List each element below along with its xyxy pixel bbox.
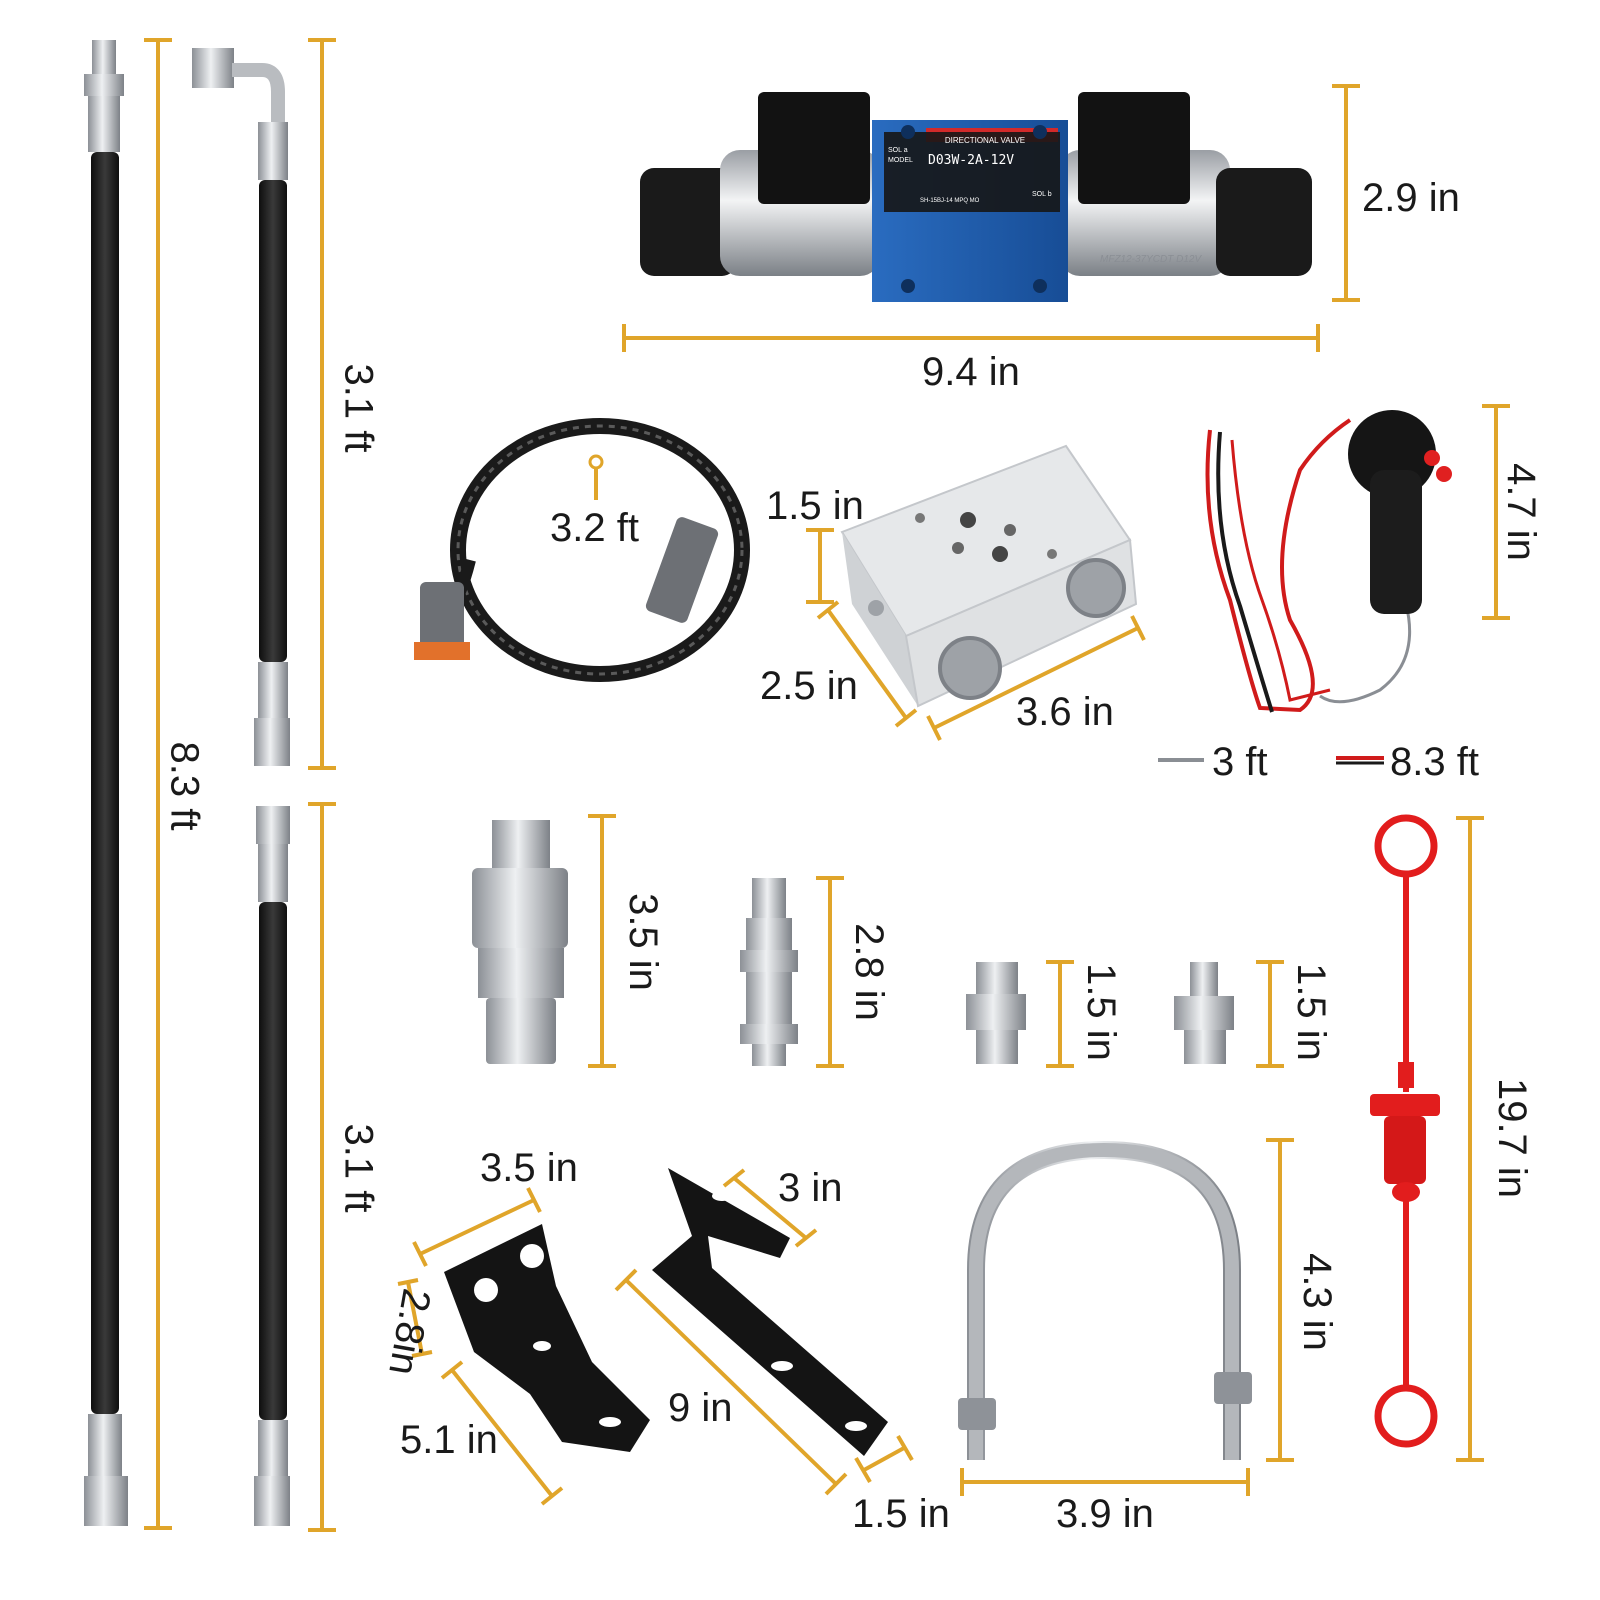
valve-coil-label: MFZ12-37YCDT D12V: [1100, 254, 1202, 265]
bracket1-bottom-label: 5.1 in: [400, 1418, 498, 1462]
valve-model-label: MODEL: [888, 157, 913, 164]
valve-sol-a: SOL a: [888, 147, 908, 154]
joystick-height-label: 4.7 in: [1498, 463, 1543, 561]
valve-width-label: 9.4 in: [922, 350, 1020, 394]
hose-long-dim-line: [144, 38, 172, 1530]
block-depth-dim-line: [816, 600, 918, 728]
joystick: [1205, 410, 1452, 713]
adapter2-length-label: 1.5 in: [1288, 963, 1333, 1061]
pin-dim-line: [1456, 816, 1484, 1462]
hose-top-elbow: [192, 48, 290, 766]
hose-long: [84, 40, 128, 1526]
red-wire-length-label: 8.3 ft: [1390, 740, 1479, 784]
bracket2-tab-label: 1.5 in: [852, 1492, 950, 1536]
u-bolt: [958, 1140, 1252, 1460]
wiring-harness: [414, 418, 750, 682]
hose-top-length-label: 3.1 ft: [336, 363, 381, 453]
directional-valve: [640, 92, 1312, 302]
joystick-height-dim-line: [1482, 404, 1510, 620]
harness-marker: [588, 454, 604, 500]
bulkhead-length-label: 2.8 in: [846, 923, 891, 1021]
valve-sol-b: SOL b: [1032, 191, 1052, 198]
bracket2-top-label: 3 in: [778, 1166, 843, 1210]
bracket1-side-dim-line: [397, 1278, 433, 1358]
bracket2-tab-dim-line: [854, 1434, 914, 1484]
hose-bottom-length-label: 3.1 ft: [336, 1123, 381, 1213]
block-height-label: 1.5 in: [766, 484, 864, 528]
red-dust-plug: [1370, 814, 1440, 1448]
hose-top-dim-line: [308, 38, 336, 770]
adapter-fitting-2: [1174, 962, 1234, 1064]
valve-height-label: 2.9 in: [1362, 176, 1460, 220]
block-width-dim-line: [926, 615, 1146, 741]
ubolt-height-label: 4.3 in: [1294, 1253, 1339, 1351]
bulkhead-dim-line: [816, 876, 844, 1068]
block-depth-label: 2.5 in: [760, 664, 858, 708]
adapter-fitting-1: [966, 962, 1026, 1064]
hose-bottom-dim-line: [308, 802, 336, 1532]
ubolt-height-dim-line: [1266, 1138, 1294, 1462]
adapter1-dim-line: [1046, 960, 1074, 1068]
valve-width-dim-line: [622, 324, 1320, 352]
block-width-label: 3.6 in: [1016, 690, 1114, 734]
bracket1-top-dim-line: [412, 1187, 542, 1267]
valve-header: DIRECTIONAL VALVE: [945, 136, 1025, 145]
adapter2-dim-line: [1256, 960, 1284, 1068]
hose-long-length-label: 8.3 ft: [162, 741, 207, 831]
valve-height-dim-line: [1332, 84, 1360, 302]
adapter1-length-label: 1.5 in: [1078, 963, 1123, 1061]
manifold-block: [840, 444, 1138, 708]
coupler-length-label: 3.5 in: [620, 893, 665, 991]
hose-bottom: [254, 806, 290, 1526]
bracket2-length-dim-line: [614, 1268, 848, 1496]
ubolt-width-dim-line: [960, 1468, 1250, 1496]
bulkhead-fitting: [740, 878, 798, 1066]
bracket1-bottom-dim-line: [440, 1360, 564, 1506]
valve-code: SH-15BJ-14 MPQ MO: [920, 198, 980, 204]
quick-coupler: [472, 820, 568, 1064]
coupler-dim-line: [588, 814, 616, 1068]
wire-legend: [1158, 756, 1384, 765]
bracket2-top-dim-line: [722, 1168, 818, 1248]
pin-length-label: 19.7 in: [1490, 1077, 1535, 1199]
valve-model: D03W-2A-12V: [928, 153, 1014, 168]
block-height-dim-line: [806, 528, 834, 604]
ubolt-width-label: 3.9 in: [1056, 1492, 1154, 1536]
bracket-2: [652, 1168, 888, 1456]
grey-wire-length-label: 3 ft: [1212, 740, 1268, 784]
bracket1-top-label: 3.5 in: [480, 1146, 578, 1190]
harness-length-label: 3.2 ft: [550, 506, 639, 550]
bracket2-length-label: 9 in: [668, 1386, 733, 1430]
bracket-1: [444, 1224, 650, 1452]
